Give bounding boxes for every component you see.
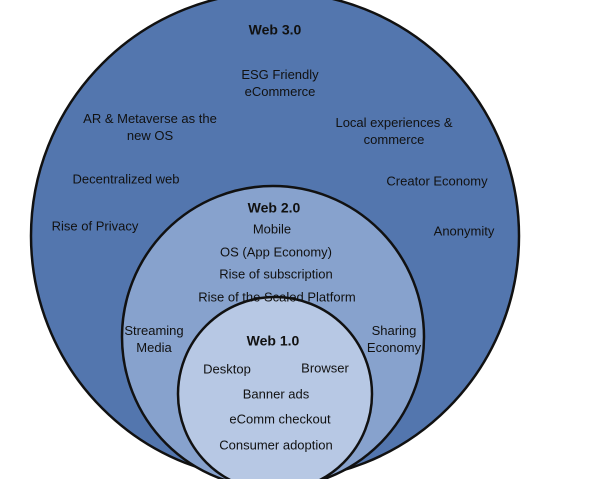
web1-item-consumer-adoption: Consumer adoption bbox=[219, 437, 333, 453]
web3-item-creator-economy: Creator Economy bbox=[386, 173, 488, 189]
web3-item-esg-ecommerce: ESG Friendly eCommerce bbox=[241, 67, 319, 99]
web3-title: Web 3.0 bbox=[248, 21, 302, 38]
web1-title: Web 1.0 bbox=[246, 332, 300, 349]
web3-item-decentralized-web: Decentralized web bbox=[72, 171, 180, 187]
web1-item-desktop: Desktop bbox=[203, 361, 251, 377]
web2-item-scaled-platform: Rise of the Scaled Platform bbox=[198, 289, 356, 305]
web2-item-mobile: Mobile bbox=[252, 221, 292, 237]
web2-item-streaming-media: Streaming Media bbox=[124, 323, 184, 355]
web3-item-local-experiences: Local experiences & commerce bbox=[335, 115, 453, 147]
web2-item-rise-of-subscription: Rise of subscription bbox=[219, 266, 333, 282]
web3-item-anonymity: Anonymity bbox=[433, 223, 495, 239]
web1-item-ecomm-checkout: eComm checkout bbox=[229, 411, 331, 427]
web1-circle bbox=[176, 295, 374, 479]
web1-item-banner-ads: Banner ads bbox=[242, 386, 310, 402]
web2-item-os-app-economy: OS (App Economy) bbox=[220, 244, 332, 260]
web3-item-rise-of-privacy: Rise of Privacy bbox=[51, 218, 139, 234]
web2-title: Web 2.0 bbox=[247, 199, 301, 216]
web2-item-sharing-economy: Sharing Economy bbox=[366, 323, 422, 355]
web1-item-browser: Browser bbox=[301, 360, 349, 376]
web3-item-ar-metaverse: AR & Metaverse as the new OS bbox=[83, 111, 217, 143]
